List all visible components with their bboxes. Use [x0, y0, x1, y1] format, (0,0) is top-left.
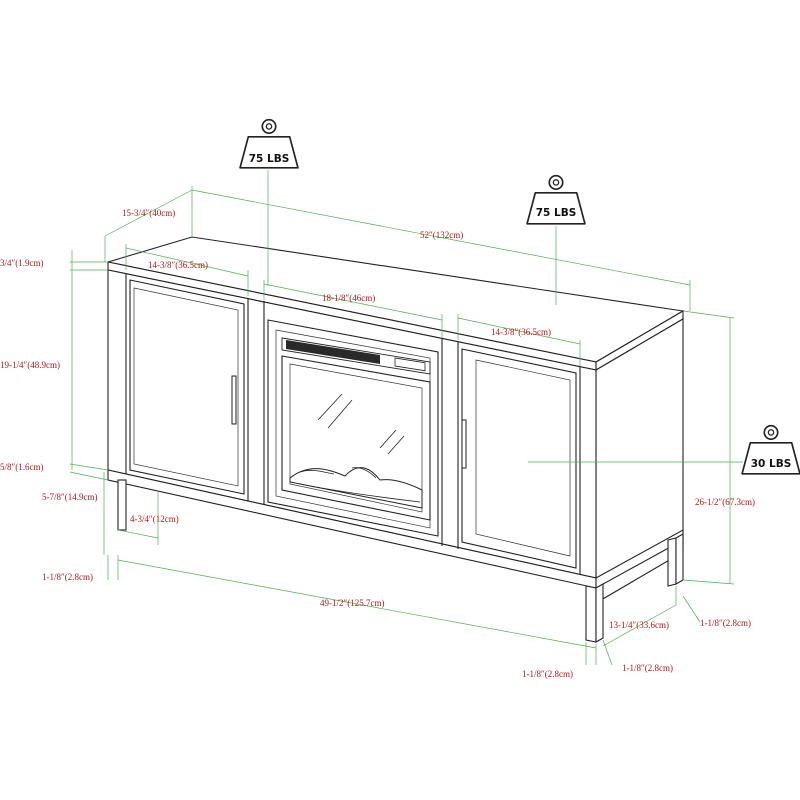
weight-label-top-right: 75 LBS	[536, 207, 577, 219]
dim-fireplace-width: 18-1/8″(46cm)	[322, 293, 375, 303]
fireplace-insert	[267, 319, 439, 537]
left-door	[129, 279, 245, 495]
dim-bottom-thickness: 5/8″(1.6cm)	[0, 462, 44, 472]
dimension-lines	[69, 170, 743, 666]
dim-door-right-width: 14-3/8″(36.5cm)	[491, 327, 551, 337]
dim-leg-left-size: 1-1/8″(2.8cm)	[42, 572, 93, 582]
dim-leg-inset: 4-3/4″(12cm)	[130, 514, 179, 524]
right-door-handle	[461, 419, 467, 469]
right-door	[461, 348, 577, 569]
weight-top-right: 75 LBS	[526, 174, 586, 225]
dim-depth-top: 15-3/4″(40cm)	[122, 208, 175, 218]
dim-leg-front-a: 1-1/8″(2.8cm)	[522, 669, 573, 679]
dim-width-total: 52″(132cm)	[420, 230, 463, 240]
control-panel	[394, 357, 426, 372]
dim-cabinet-height: 19-1/4″(48.9cm)	[0, 360, 60, 370]
weight-label-shelf: 30 LBS	[751, 458, 792, 470]
dim-leg-front-b: 1-1/8″(2.8cm)	[622, 663, 673, 673]
tv-stand-body	[107, 236, 685, 604]
dim-door-left-width: 14-3/8″(36.5cm)	[148, 260, 208, 270]
dim-leg-height: 5-7/8″(14.9cm)	[42, 492, 98, 502]
dim-leg-span: 49-1/2″(125.7cm)	[320, 598, 385, 608]
dim-leg-depth-span: 13-1/4″(33.6cm)	[609, 620, 669, 630]
fire-logs	[289, 467, 423, 509]
legs	[117, 479, 684, 643]
weight-label-top-center: 75 LBS	[249, 153, 290, 165]
weight-top-center: 75 LBS	[239, 118, 299, 169]
weight-shelf-right: 30 LBS	[741, 424, 800, 475]
dim-total-height: 26-1/2″(67.3cm)	[695, 497, 755, 507]
dimension-labels: 15-3/4″(40cm) 52″(132cm) 3/4″(1.9cm) 14-…	[0, 208, 755, 679]
left-door-handle	[231, 375, 237, 425]
dim-leg-right-size: 1-1/8″(2.8cm)	[700, 618, 751, 628]
heater-vent	[286, 340, 380, 364]
dim-top-thickness: 3/4″(1.9cm)	[0, 258, 44, 268]
